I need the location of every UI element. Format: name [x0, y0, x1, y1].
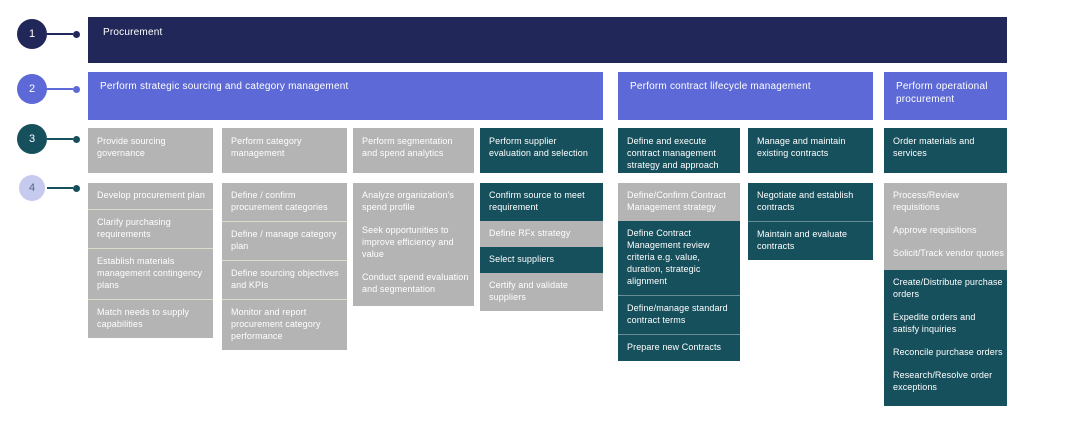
- level1-bar-procurement: Procurement: [88, 17, 1007, 63]
- level-2-number: 2: [28, 83, 36, 95]
- level-2-connector-line: [47, 88, 73, 90]
- process-item: Reconcile purchase orders: [893, 347, 1003, 357]
- level-3-connector-dot: [73, 136, 80, 143]
- process-item: Define/manage standard contract terms: [618, 295, 740, 334]
- process-group: Analyze organization's spend profile See…: [353, 183, 474, 306]
- process-item: Establish materials management contingen…: [88, 248, 213, 299]
- process-item: Expedite orders and satisfy inquiries: [893, 312, 976, 334]
- process-item: Maintain and evaluate contracts: [748, 221, 873, 260]
- level-4-marker: 4: [19, 175, 45, 201]
- process-group: Create/Distribute purchase orders Expedi…: [884, 270, 1007, 406]
- process-item: Solicit/Track vendor quotes: [893, 248, 1004, 258]
- process-item: Define RFx strategy: [480, 221, 603, 247]
- level-1-number: 1: [28, 28, 36, 40]
- level4-column-supplier-evaluation: Confirm source to meet requirement Defin…: [480, 183, 603, 311]
- process-item: Seek opportunities to improve efficiency…: [362, 225, 454, 259]
- process-item: Clarify purchasing requirements: [88, 209, 213, 248]
- level2-bar-strategic-sourcing: Perform strategic sourcing and category …: [88, 72, 603, 120]
- level-1-connector-dot: [73, 31, 80, 38]
- level-3-connector-line: [47, 138, 73, 140]
- level-2-marker: 2: [17, 74, 47, 104]
- level2-title-strategic-sourcing: Perform strategic sourcing and category …: [100, 81, 349, 92]
- process-item: Match needs to supply capabilities: [88, 299, 213, 338]
- level3-box-segmentation-spend-analytics: Perform segmentation and spend analytics: [353, 128, 474, 173]
- process-item: Analyze organization's spend profile: [362, 190, 454, 212]
- level3-box-order-materials: Order materials and services: [884, 128, 1007, 173]
- level4-column-sourcing-governance: Develop procurement plan Clarify purchas…: [88, 183, 213, 338]
- level-3-number: 3: [28, 133, 36, 145]
- process-group: Process/Review requisitions Approve requ…: [884, 183, 1007, 270]
- process-item: Approve requisitions: [893, 225, 977, 235]
- level4-column-order-materials: Process/Review requisitions Approve requ…: [884, 183, 1007, 406]
- level-4-connector-dot: [73, 185, 80, 192]
- level4-column-category-management: Define / confirm procurement categories …: [222, 183, 347, 350]
- level3-box-sourcing-governance: Provide sourcing governance: [88, 128, 213, 173]
- level-4-number: 4: [28, 182, 36, 194]
- process-item: Define sourcing objectives and KPIs: [222, 260, 347, 299]
- level4-column-contract-strategy: Define/Confirm Contract Management strat…: [618, 183, 740, 361]
- process-item: Define Contract Management review criter…: [618, 221, 740, 295]
- level-1-marker: 1: [17, 19, 47, 49]
- level-4-connector-line: [47, 187, 73, 189]
- level-1-connector-line: [47, 33, 73, 35]
- level2-bar-contract-lifecycle: Perform contract lifecycle management: [618, 72, 873, 120]
- level4-column-spend-analytics: Analyze organization's spend profile See…: [353, 183, 474, 306]
- level2-title-contract-lifecycle: Perform contract lifecycle management: [630, 81, 811, 92]
- process-item: Process/Review requisitions: [893, 190, 959, 212]
- level-3-marker: 3: [17, 124, 47, 154]
- level2-title-operational-procurement: Perform operational procurement: [896, 81, 988, 105]
- process-item: Conduct spend evaluation and segmentatio…: [362, 272, 469, 294]
- process-item: Confirm source to meet requirement: [480, 183, 603, 221]
- process-item: Select suppliers: [480, 247, 603, 273]
- level3-box-manage-contracts: Manage and maintain existing contracts: [748, 128, 873, 173]
- process-item: Develop procurement plan: [88, 183, 213, 209]
- level4-column-manage-contracts: Negotiate and establish contracts Mainta…: [748, 183, 873, 260]
- level3-box-category-management: Perform category management: [222, 128, 347, 173]
- process-item: Monitor and report procurement category …: [222, 299, 347, 350]
- process-item: Research/Resolve order exceptions: [893, 370, 993, 392]
- process-item: Negotiate and establish contracts: [748, 183, 873, 221]
- process-item: Define/Confirm Contract Management strat…: [618, 183, 740, 221]
- level3-box-supplier-evaluation: Perform supplier evaluation and selectio…: [480, 128, 603, 173]
- process-item: Create/Distribute purchase orders: [893, 277, 1003, 299]
- level3-box-contract-strategy: Define and execute contract management s…: [618, 128, 740, 173]
- process-item: Define / confirm procurement categories: [222, 183, 347, 221]
- level-2-connector-dot: [73, 86, 80, 93]
- process-item: Define / manage category plan: [222, 221, 347, 260]
- process-item: Certify and validate suppliers: [480, 273, 603, 311]
- level1-title: Procurement: [103, 27, 163, 38]
- level2-bar-operational-procurement: Perform operational procurement: [884, 72, 1007, 120]
- process-item: Prepare new Contracts: [618, 334, 740, 361]
